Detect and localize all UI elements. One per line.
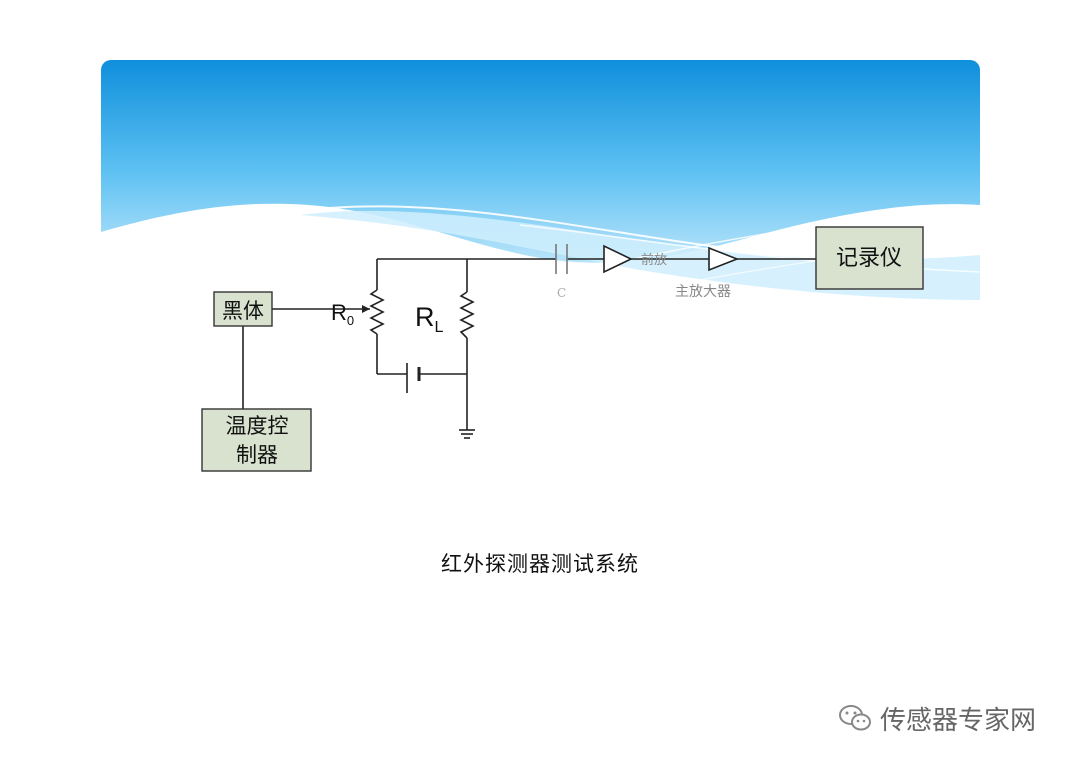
banner-wave-line-3 <box>619 209 980 263</box>
temp-controller-label-line2: 制器 <box>236 443 278 467</box>
header-banner <box>101 60 980 300</box>
main-amp-triangle <box>708 246 740 272</box>
capacitor-label: C <box>557 286 566 300</box>
capacitor <box>555 244 568 274</box>
figure-caption: 红外探测器测试系统 <box>441 552 639 576</box>
rl-resistor <box>459 291 475 339</box>
main-amp-label: 主放大器 <box>675 284 731 300</box>
wechat-icon <box>839 705 871 731</box>
ground-symbol <box>459 429 475 439</box>
temp-controller-label-line1: 温度控 <box>226 414 289 438</box>
r0-resistor <box>362 289 385 335</box>
recorder-label: 记录仪 <box>836 246 902 271</box>
banner-wave-light <box>300 210 980 300</box>
recorder-box <box>815 226 924 290</box>
preamp-label: 前放 <box>641 252 667 268</box>
banner-sky <box>101 60 980 263</box>
battery <box>406 363 421 393</box>
r0-zigzag <box>369 289 385 335</box>
r0-label: R0 <box>331 300 354 328</box>
circuit-wires <box>242 258 816 430</box>
blackbody-box <box>213 291 273 327</box>
preamp-triangle <box>603 244 633 274</box>
blackbody-label: 黑体 <box>222 299 264 323</box>
r0-arrow <box>362 305 370 313</box>
watermark-text: 传感器专家网 <box>880 705 1037 736</box>
rl-label: RL <box>415 302 444 336</box>
temp-controller-box <box>201 408 312 472</box>
watermark: 传感器专家网 <box>838 698 1036 738</box>
